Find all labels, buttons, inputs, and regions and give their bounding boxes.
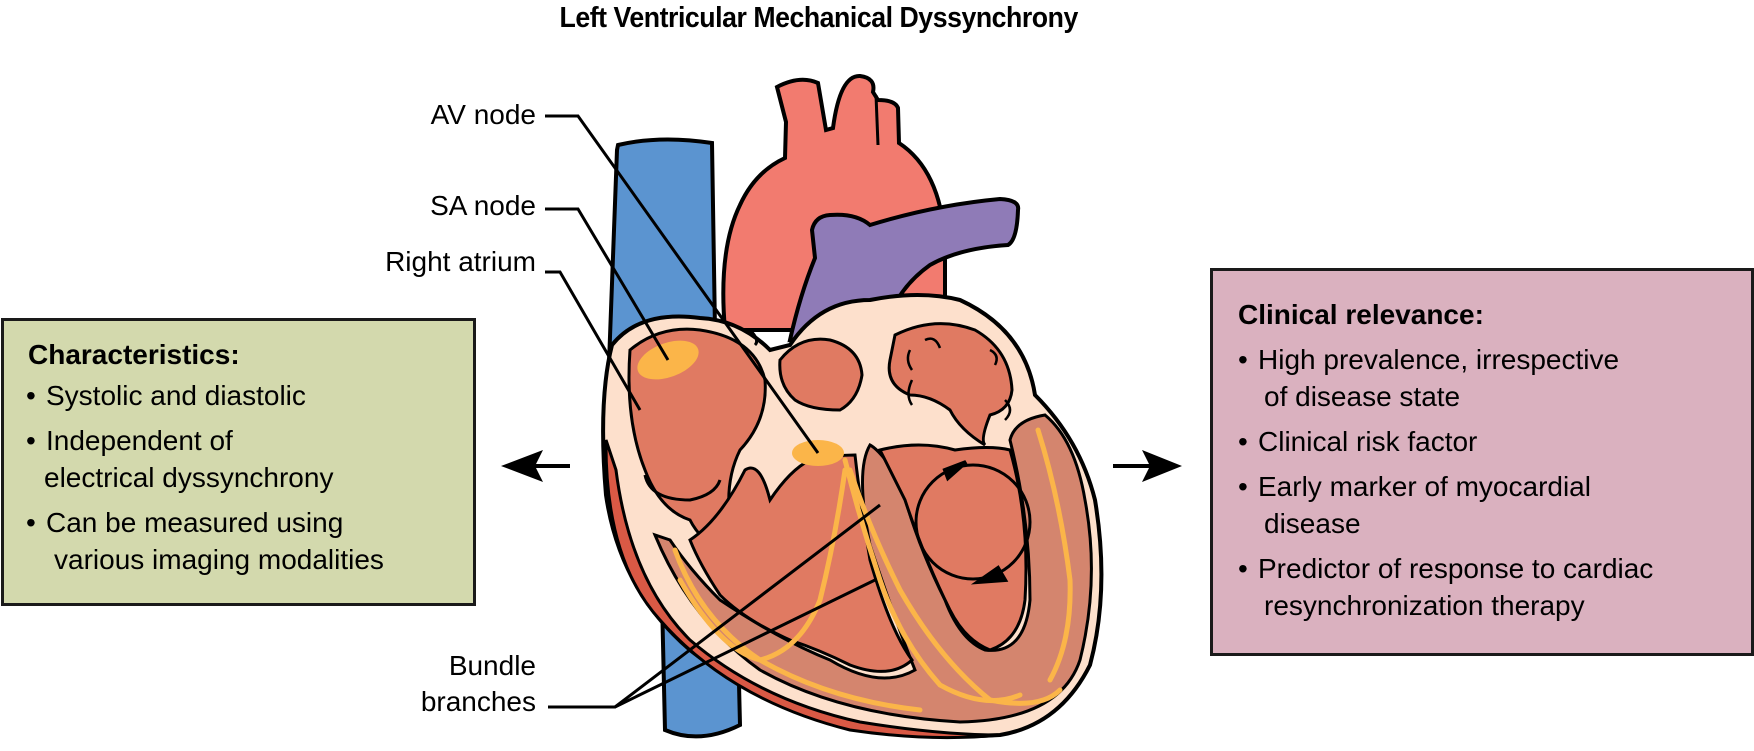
list-item-text-cont: of disease state xyxy=(1264,381,1461,412)
leader-sa-node xyxy=(545,207,670,361)
list-item-text: Early marker of myocardial xyxy=(1258,471,1591,502)
list-item: • Independent of electrical dyssynchrony xyxy=(26,422,466,496)
list-item: • Can be measured using various imaging … xyxy=(26,504,466,578)
list-item-text-cont: electrical dyssynchrony xyxy=(44,462,334,493)
list-item-text-cont: resynchronization therapy xyxy=(1264,590,1585,621)
bullet-icon: • xyxy=(1238,553,1248,584)
bullet-icon: • xyxy=(26,380,36,411)
rotation-arrow-bottom xyxy=(970,565,1009,585)
label-bundle-line2: branches xyxy=(420,686,536,717)
left-ventricle-chamber xyxy=(877,443,1028,652)
leader-bundle-branch-2 xyxy=(614,578,876,709)
list-item-text-cont: disease xyxy=(1264,508,1361,539)
arrow-left-icon xyxy=(501,450,570,482)
leader-lines xyxy=(545,114,881,709)
leader-av-node xyxy=(545,114,820,454)
label-bundle-line1: Bundle xyxy=(448,650,536,681)
label-av-node: AV node xyxy=(430,99,536,130)
list-item: • High prevalence, irrespective of disea… xyxy=(1238,341,1748,415)
bullet-icon: • xyxy=(1238,426,1248,457)
list-item-text: Clinical risk factor xyxy=(1258,426,1478,457)
clinical-relevance-box: Clinical relevance: • High prevalence, i… xyxy=(1210,268,1754,656)
label-right-atrium: Right atrium xyxy=(385,246,536,277)
list-item-text: Systolic and diastolic xyxy=(46,380,306,411)
label-bundle-branches: Bundle branches xyxy=(421,648,536,720)
list-item-text: Independent of xyxy=(46,425,233,456)
clinical-relevance-heading: Clinical relevance: xyxy=(1238,299,1484,330)
list-item: • Predictor of response to cardiac resyn… xyxy=(1238,550,1748,624)
list-item-text: High prevalence, irrespective xyxy=(1258,344,1620,375)
leader-right-atrium xyxy=(545,270,642,411)
arrow-right-icon xyxy=(1113,450,1182,482)
list-item: • Clinical risk factor xyxy=(1238,423,1748,460)
list-item-text: Predictor of response to cardiac xyxy=(1258,553,1654,584)
characteristics-heading: Characteristics: xyxy=(28,339,240,370)
characteristics-box: Characteristics: • Systolic and diastoli… xyxy=(1,318,476,606)
bullet-icon: • xyxy=(26,425,36,456)
purkinje-fibers xyxy=(672,427,1073,713)
rotation-arrow-top xyxy=(942,460,968,482)
label-sa-node: SA node xyxy=(430,190,536,221)
rotation-circle xyxy=(914,463,1032,581)
bullet-icon: • xyxy=(26,507,36,538)
characteristics-list: • Systolic and diastolic • Independent o… xyxy=(26,377,466,586)
list-item: • Early marker of myocardial disease xyxy=(1238,468,1748,542)
list-item: • Systolic and diastolic xyxy=(26,377,466,414)
bullet-icon: • xyxy=(1238,471,1248,502)
diagram-title: Left Ventricular Mechanical Dyssynchrony xyxy=(559,2,1078,34)
clinical-relevance-list: • High prevalence, irrespective of disea… xyxy=(1238,341,1748,632)
list-item-text-cont: various imaging modalities xyxy=(54,544,384,575)
bullet-icon: • xyxy=(1238,344,1248,375)
list-item-text: Can be measured using xyxy=(46,507,344,538)
